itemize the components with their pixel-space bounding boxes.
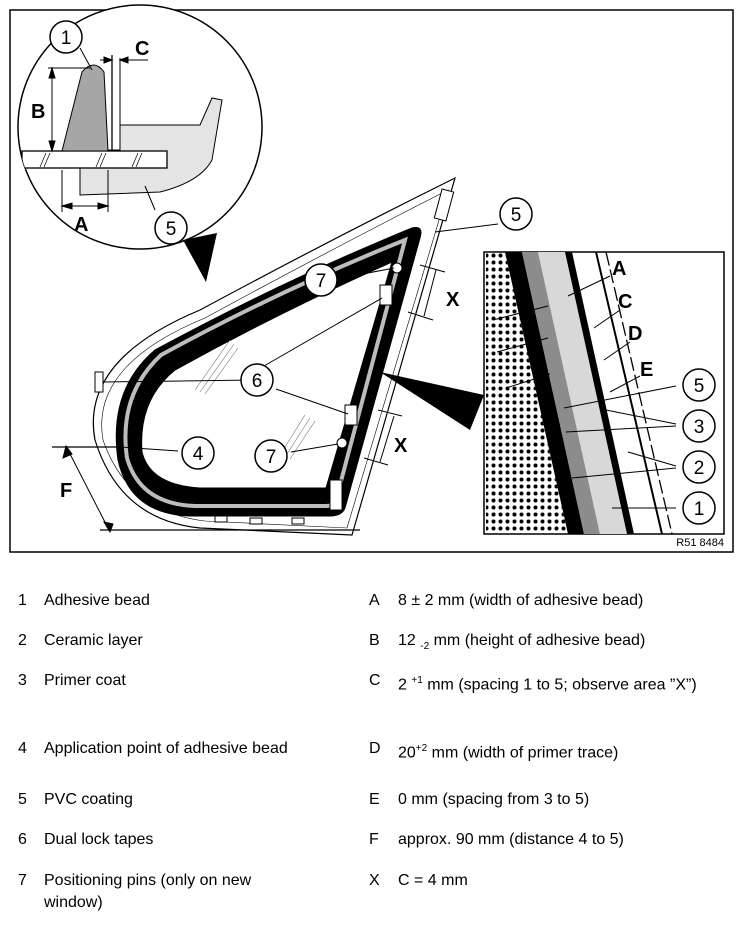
x-dimension-markers — [363, 264, 446, 466]
callout-4: 4 — [193, 444, 204, 465]
window-installation-diagram: X X F — [9, 4, 734, 553]
legend-value: 8 ± 2 mm (width of adhesive bead) — [398, 592, 644, 609]
legend-letter: E — [369, 791, 380, 808]
legend-text: Adhesive bead — [44, 592, 150, 609]
legend-value: 12 -2 mm (height of adhesive bead) — [398, 632, 646, 653]
callout-2-inset: 2 — [694, 458, 705, 479]
cross-section-detail — [17, 4, 263, 282]
legend-value: 0 mm (spacing from 3 to 5) — [398, 791, 590, 808]
dual-lock-tape-left — [94, 371, 104, 393]
dim-label-e-inset: E — [640, 359, 653, 381]
dual-lock-tape-upper — [379, 284, 393, 306]
legend-text: Ceramic layer — [44, 632, 143, 649]
callout-3-inset: 3 — [694, 417, 705, 438]
legend-letter: A — [369, 592, 380, 609]
dim-label-c-detail: C — [135, 38, 149, 60]
callout-6: 6 — [252, 371, 263, 392]
legend-num: 2 — [18, 632, 27, 649]
legend-value: 20+2 mm (width of primer trace) — [398, 743, 619, 762]
legend-text: Application point of adhesive bead — [44, 740, 288, 757]
callout-1-detail: 1 — [61, 28, 72, 49]
dim-label-f: F — [60, 480, 72, 502]
legend-value: C = 4 mm — [398, 872, 468, 889]
legend-num: 5 — [18, 791, 27, 808]
legend-text: Dual lock tapes — [44, 831, 154, 848]
figure-reference: R51 8484 — [676, 537, 724, 549]
callout-7-upper: 7 — [316, 271, 327, 292]
dim-label-x-lower: X — [394, 435, 408, 457]
legend-num: 7 — [18, 872, 27, 889]
dual-lock-tape-lower — [344, 404, 358, 426]
legend-text: Primer coat — [44, 672, 126, 689]
legend-text: PVC coating — [44, 791, 133, 808]
legend-letter: D — [369, 740, 381, 757]
legend-num: 3 — [18, 672, 27, 689]
callout-1-inset: 1 — [694, 499, 705, 520]
legend-num: 6 — [18, 831, 27, 848]
dim-label-d-inset: D — [628, 323, 642, 345]
callout-5-body: 5 — [511, 205, 522, 226]
dim-label-a-inset: A — [612, 258, 626, 280]
positioning-pin-lower — [336, 437, 348, 449]
dim-label-b: B — [31, 101, 45, 123]
legend-letter: F — [369, 831, 379, 848]
dim-label-x-upper: X — [446, 289, 460, 311]
pvc-coating-tab — [433, 188, 455, 222]
legend-text: Positioning pins (only on new window) — [44, 872, 252, 911]
legend-letter: C — [369, 672, 381, 689]
adhesive-bead-track — [123, 236, 408, 508]
legend-value: 2 +1 mm (spacing 1 to 5; observe area ”X… — [398, 675, 697, 694]
legend-value: approx. 90 mm (distance 4 to 5) — [398, 831, 624, 848]
legend-num: 4 — [18, 740, 27, 757]
callout-circles — [49, 20, 716, 525]
callout-7-lower: 7 — [266, 447, 277, 468]
legend-letter: X — [369, 872, 380, 889]
glass-reflection-lines — [194, 339, 316, 460]
dim-label-c-inset: C — [618, 291, 632, 313]
callout-5-detail: 5 — [166, 219, 177, 240]
lower-clips — [214, 479, 343, 525]
legend-letter: B — [369, 632, 380, 649]
callout-5-inset: 5 — [694, 376, 705, 397]
f-dimension — [62, 444, 114, 534]
callout-leaders — [79, 47, 499, 453]
dim-label-a: A — [74, 214, 88, 236]
layer-inset — [380, 251, 725, 535]
legend-num: 1 — [18, 592, 27, 609]
